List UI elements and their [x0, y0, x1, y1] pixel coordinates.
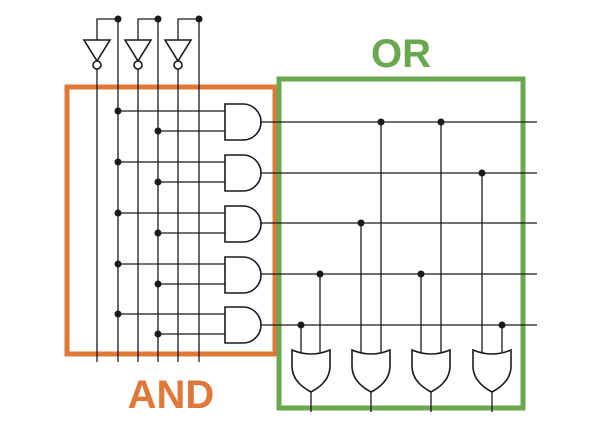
and-gate-4	[224, 256, 262, 294]
inverter-gate-1	[82, 39, 112, 63]
and-gate-5	[224, 306, 262, 344]
or-connection-dot	[417, 270, 425, 278]
or-region-label: OR	[371, 32, 431, 76]
or-gate-4	[472, 348, 512, 393]
and-connection-dot	[154, 178, 162, 186]
and-region-label: AND	[128, 373, 215, 417]
and-connection-dot	[154, 127, 162, 135]
or-gate-3	[411, 348, 451, 393]
and-connection-dot	[154, 280, 162, 288]
and-connection-dot	[114, 260, 122, 268]
inverter-feed-3	[177, 18, 199, 40]
or-plane	[291, 118, 512, 412]
and-connection-dot	[114, 158, 122, 166]
or-connection-dot	[437, 118, 445, 126]
input-junction-dot-2	[154, 15, 162, 23]
and-region-box	[64, 84, 278, 357]
inverter-gate-2	[123, 39, 153, 63]
input-junction-dot-3	[195, 15, 203, 23]
inverter-bubble-1	[92, 60, 102, 70]
product-term-lines	[261, 121, 537, 326]
or-connection-dot	[498, 321, 506, 329]
and-gate-2	[224, 154, 262, 192]
or-connection-dot	[316, 270, 324, 278]
or-region-box	[276, 76, 526, 411]
or-connection-dot	[357, 219, 365, 227]
inverter-bubble-3	[173, 60, 183, 70]
inverter-bubble-2	[133, 60, 143, 70]
or-gate-2	[351, 348, 391, 393]
input-junction-dot-1	[114, 15, 122, 23]
and-connection-dot	[114, 107, 122, 115]
and-connection-dot	[114, 209, 122, 217]
input-inverters	[82, 15, 203, 362]
or-gate-1	[291, 348, 331, 393]
and-gate-1	[224, 103, 262, 141]
and-connection-dot	[154, 330, 162, 338]
and-connection-dot	[114, 310, 122, 318]
inverter-gate-3	[163, 39, 193, 63]
and-connection-dot	[154, 229, 162, 237]
inverter-feed-1	[96, 18, 118, 40]
and-plane	[114, 103, 262, 344]
and-gate-3	[224, 205, 262, 243]
or-connection-dot	[478, 169, 486, 177]
inverter-feed-2	[137, 18, 158, 40]
or-connection-dot	[297, 321, 305, 329]
or-connection-dot	[377, 118, 385, 126]
